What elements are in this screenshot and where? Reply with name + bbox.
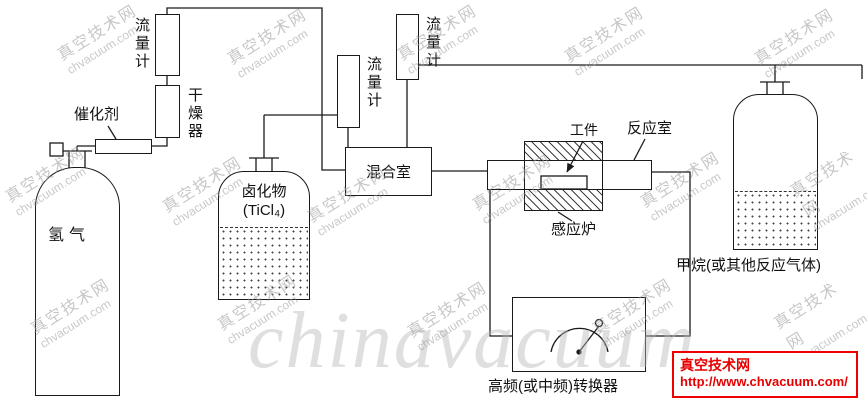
mixing-chamber-label: 混合室 <box>365 164 411 181</box>
hf-converter-box <box>512 297 646 372</box>
halide-valve-pipe <box>249 114 337 172</box>
meter-needle <box>578 325 600 353</box>
workpiece-label: 工件 <box>570 122 598 138</box>
flow-meter-1 <box>155 14 180 76</box>
meter-arc <box>550 327 609 353</box>
hydrogen-label: 氢气 <box>48 227 91 244</box>
halide-cylinder <box>218 171 310 300</box>
reaction-chamber-leader-line <box>633 138 646 161</box>
methane-cylinder <box>733 94 818 250</box>
workpiece-rect <box>540 175 588 190</box>
methane-liquid-fill <box>735 191 816 248</box>
hydrogen-valve-box <box>49 142 64 157</box>
catalyst-dryer-pipe <box>152 76 168 147</box>
site-badge: 真空技术网 http://www.chvacuum.com/ <box>672 351 858 398</box>
site-badge-name: 真空技术网 <box>680 357 750 373</box>
catalyst-box <box>95 139 152 154</box>
catalyst-label: 催化剂 <box>74 106 120 123</box>
coil-wire-left <box>489 190 512 337</box>
site-badge-url[interactable]: http://www.chvacuum.com/ <box>680 374 848 390</box>
workpiece-leader-line <box>566 140 584 173</box>
hydrogen-to-mixer-pipe <box>166 7 345 171</box>
induction-furnace-hatch-bottom <box>524 190 603 211</box>
flow-meter-3 <box>396 14 419 80</box>
flow-meter-3-label: 流量计 <box>424 16 441 70</box>
reaction-chamber-label: 反应室 <box>627 120 673 137</box>
coil-wire-right <box>646 171 691 337</box>
mixing-chamber: 混合室 <box>345 147 432 196</box>
halide-liquid-fill <box>220 227 308 298</box>
hf-converter-label: 高频(或中频)转换器 <box>488 378 618 395</box>
dryer <box>155 85 180 138</box>
catalyst-leader-line <box>107 125 117 140</box>
flow-meter-2-label: 流量计 <box>365 56 382 110</box>
flow-meter-1-label: 流量计 <box>133 17 150 71</box>
induction-furnace-hatch-top <box>524 141 603 160</box>
methane-label: 甲烷(或其他反应气体) <box>676 257 821 274</box>
meter-needle-tip-circle <box>594 318 604 328</box>
dryer-label: 干燥器 <box>186 87 203 141</box>
methane-valve-pipe <box>760 65 790 95</box>
induction-furnace-outline <box>524 141 603 211</box>
flow-meter-2 <box>337 55 360 128</box>
hydrogen-cylinder <box>35 167 120 396</box>
halide-label: 卤化物 <box>241 183 287 200</box>
hydrogen-valve-pipe <box>63 145 95 168</box>
methane-header-pipe <box>419 64 863 79</box>
halide-formula-label: (TiCl₄) <box>242 202 286 219</box>
induction-furnace-label: 感应炉 <box>551 221 597 238</box>
meter-pivot <box>576 349 582 355</box>
furnace-leader-line <box>557 211 573 222</box>
